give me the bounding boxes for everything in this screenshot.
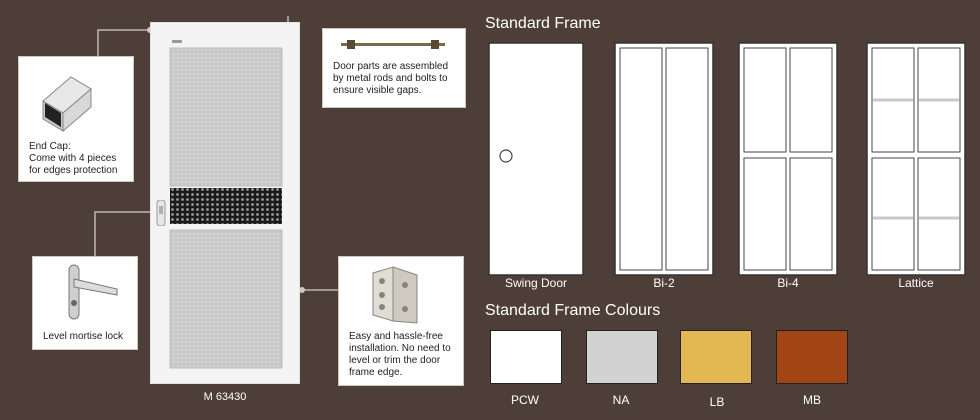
colour-label-pcw: PCW bbox=[511, 393, 539, 407]
colour-label-lb: LB bbox=[709, 395, 725, 409]
colour-label-na: NA bbox=[612, 393, 630, 407]
frame-label-bi-2: Bi-2 bbox=[653, 276, 675, 290]
colour-label-mb: MB bbox=[803, 393, 821, 407]
hinge-text-2: installation. No need to bbox=[349, 343, 451, 354]
end-cap-title: End Cap: bbox=[29, 141, 71, 152]
rods-text-1: Door parts are assembled bbox=[333, 61, 449, 72]
end-cap-text-2: for edges protection bbox=[29, 165, 118, 176]
door-handle-icon bbox=[156, 200, 166, 226]
lock-text: Level mortise lock bbox=[43, 331, 124, 342]
colour-swatch-na bbox=[586, 330, 658, 384]
frame-label-bi-4: Bi-4 bbox=[777, 276, 799, 290]
hinge-text-1: Easy and hassle-free bbox=[349, 331, 443, 342]
metal-rods-callout: Door parts are assembled by metal rods a… bbox=[322, 28, 466, 108]
door-model-label: M 63430 bbox=[203, 391, 247, 403]
rods-text-3: ensure visible gaps. bbox=[333, 85, 422, 96]
hinge-text-3: level or trim the door bbox=[349, 355, 441, 366]
colour-swatch-mb bbox=[776, 330, 848, 384]
end-cap-text-1: Come with 4 pieces bbox=[29, 153, 117, 164]
mortise-lock-icon bbox=[68, 264, 118, 320]
colour-swatch-pcw bbox=[490, 330, 562, 384]
standard-frame-heading: Standard Frame bbox=[485, 15, 601, 32]
end-cap-icon bbox=[42, 76, 92, 133]
mortise-lock-callout: Level mortise lock bbox=[32, 256, 138, 350]
colour-swatch-lb bbox=[680, 330, 752, 384]
frame-colours-heading: Standard Frame Colours bbox=[485, 302, 661, 319]
frame-bi-4 bbox=[738, 42, 838, 276]
end-cap-callout: End Cap: Come with 4 pieces for edges pr… bbox=[18, 56, 134, 182]
frame-label-swing-door: Swing Door bbox=[504, 276, 568, 290]
frame-bi-2 bbox=[614, 42, 714, 276]
hinge-callout: Easy and hassle-free installation. No ne… bbox=[338, 256, 464, 386]
frame-label-lattice: Lattice bbox=[898, 276, 934, 290]
frame-swing-door bbox=[488, 42, 584, 276]
hinge-icon bbox=[372, 266, 418, 324]
door-illustration bbox=[150, 22, 300, 384]
rods-text-2: by metal rods and bolts to bbox=[333, 73, 448, 84]
frame-lattice bbox=[866, 42, 966, 276]
hinge-text-4: frame edge. bbox=[349, 367, 403, 378]
metal-rod-icon bbox=[341, 40, 445, 49]
